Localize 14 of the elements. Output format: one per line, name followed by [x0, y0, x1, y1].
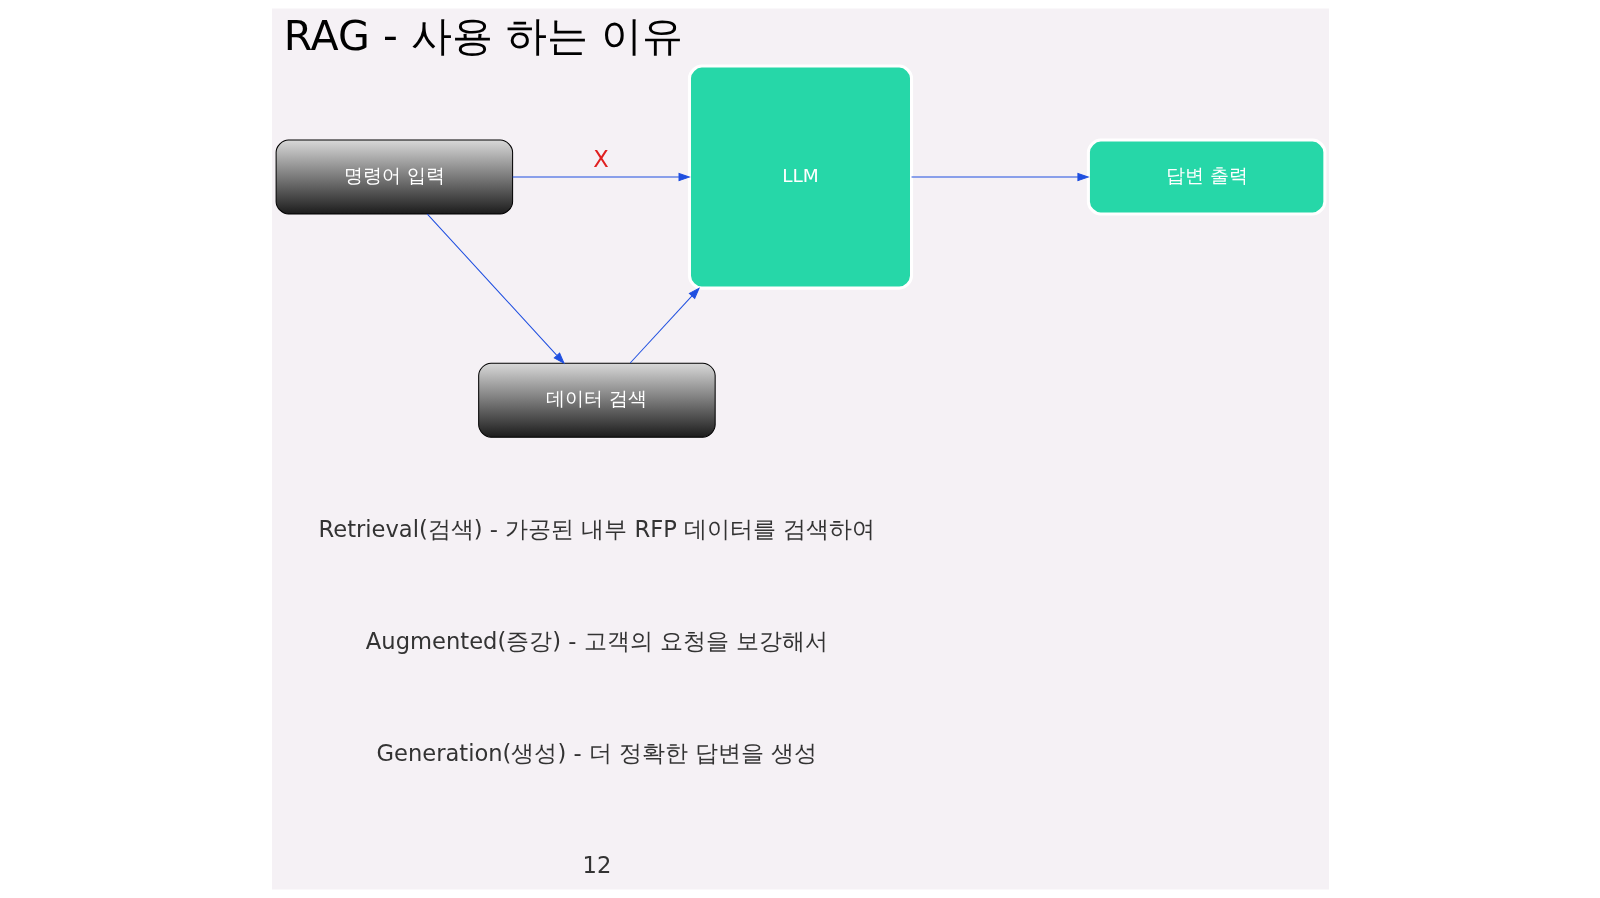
arrow — [511, 172, 691, 182]
label: Augmented(증강) - 고객의 요청을 보강해서 — [365, 627, 828, 654]
arrow — [629, 287, 700, 364]
node-box: 명령어 입력 — [275, 139, 513, 215]
diagram-title: RAG - 사용 하는 이유 — [283, 11, 683, 60]
label: Retrieval(검색) - 가공된 내부 RFP 데이터를 검색하여 — [318, 515, 875, 542]
arrow — [910, 172, 1090, 182]
label: Generation(생성) - 더 정확한 답변을 생성 — [375, 739, 817, 766]
node-box: 데이터 검색 — [477, 362, 716, 438]
label: 12 — [582, 851, 611, 878]
edge-label: X — [592, 146, 609, 173]
arrow — [426, 213, 565, 365]
node-box: 답변 출력 — [1086, 138, 1326, 216]
node-box: LLM — [687, 64, 913, 290]
